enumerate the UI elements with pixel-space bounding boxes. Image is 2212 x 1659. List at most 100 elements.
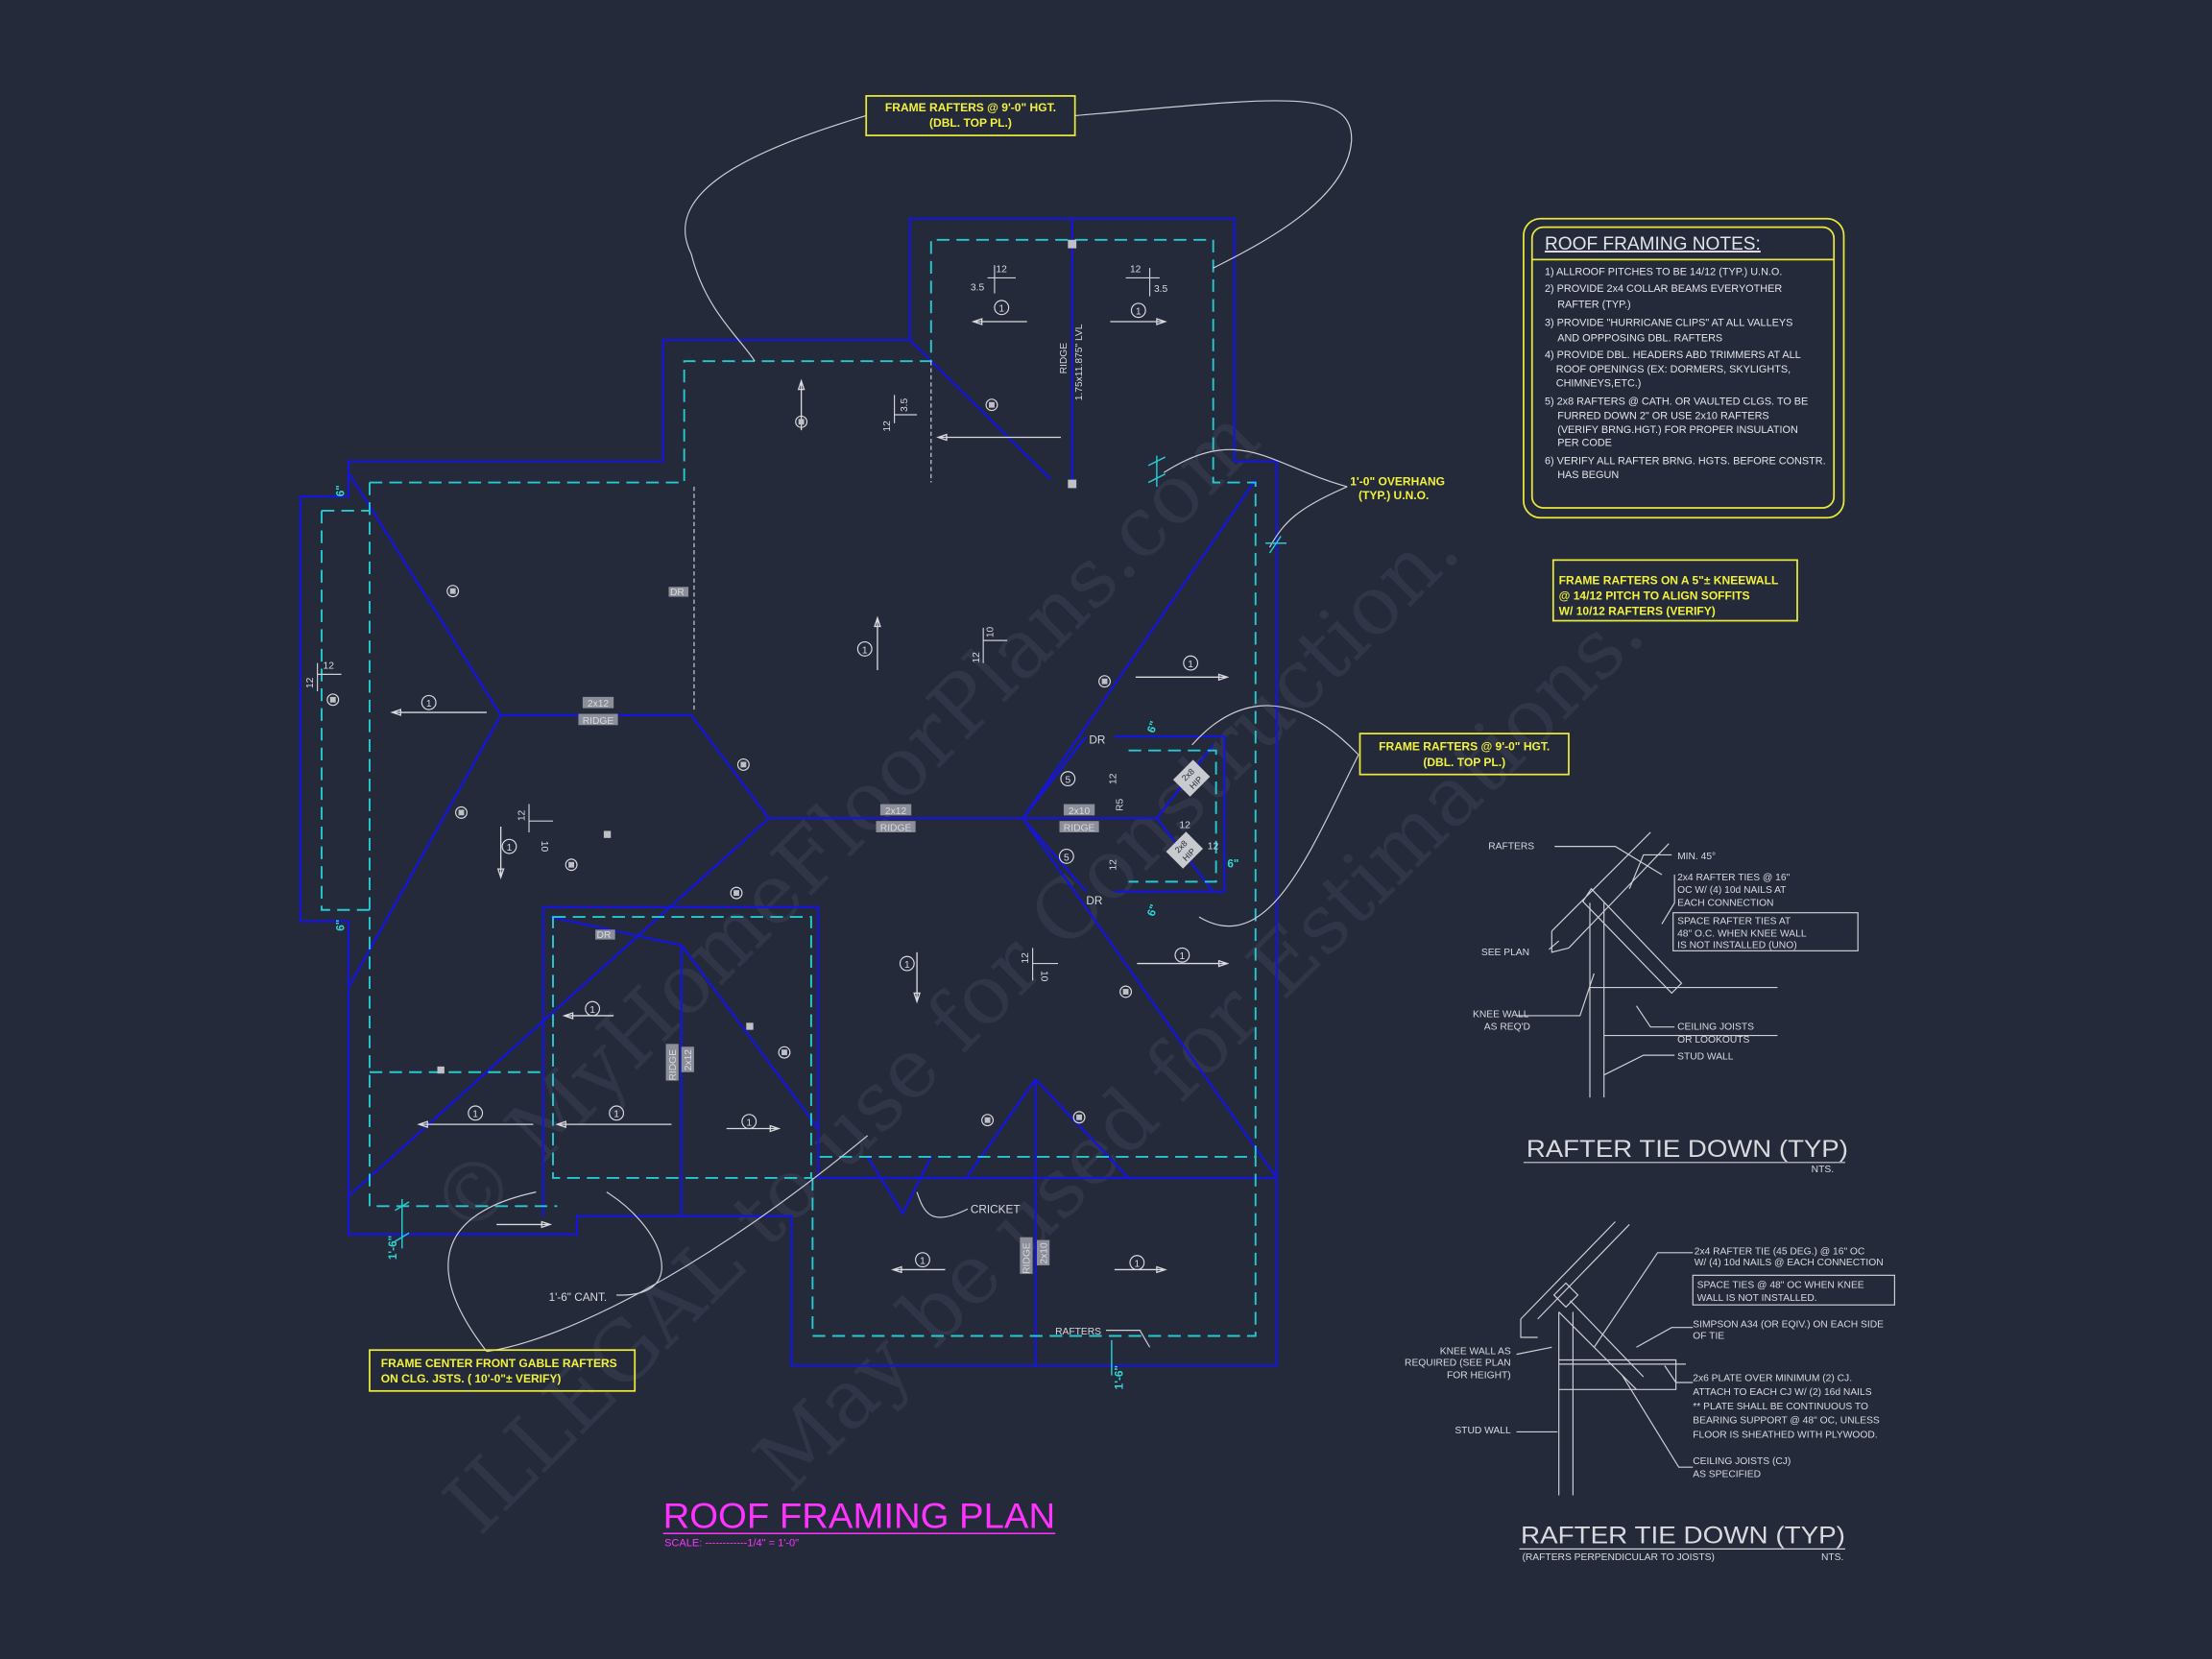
rafter-marker: 1 [1183, 655, 1199, 671]
rafter-marker: 1 [585, 1000, 601, 1017]
detail2-space-0: SPACE TIES @ 48" OC WHEN KNEE [1697, 1281, 1864, 1291]
note-line: PER CODE [1557, 437, 1612, 448]
plan-pitch-12: 12 [972, 652, 982, 663]
pitch-symbol: 123.5 [971, 265, 1016, 294]
detail2-plate-3: BEARING SUPPORT @ 48" OC, UNLESS [1693, 1416, 1880, 1427]
callouts-right-frame-1: (DBL. TOP PL.) [1423, 756, 1505, 769]
plan-pitch-35: 3.5 [971, 283, 985, 294]
plan-title-text: ROOF FRAMING PLAN [663, 1496, 1055, 1535]
plan-pitch-12: 12 [882, 421, 893, 432]
rafter-marker: 1 [468, 1105, 484, 1121]
note-line: FURRED DOWN 2" OR USE 2x10 RAFTERS [1557, 410, 1768, 421]
rafter-marker: 5 [1060, 771, 1076, 787]
plan-rafter-1: 1 [1179, 951, 1185, 962]
rafter-marker: 5 [1058, 848, 1074, 864]
rafter-arrows [390, 318, 1230, 1274]
plan-pitch-12: 12 [323, 661, 334, 671]
dr-label: DR [1086, 895, 1102, 907]
pitch-label: 12 [1179, 821, 1190, 831]
plan-rafter-1: 1 [472, 1110, 478, 1120]
note-line: 6) VERIFY ALL RAFTER BRNG. HGTS. BEFORE … [1545, 455, 1826, 467]
note-line: HAS BEGUN [1557, 469, 1619, 481]
callouts-right-frame-0: FRAME RAFTERS @ 9'-0" HGT. [1379, 740, 1550, 754]
plan-pitch-10: 10 [539, 841, 549, 853]
callouts-overhang-0: 1'-0" OVERHANG [1350, 474, 1445, 488]
plan-rafter-1: 1 [613, 1110, 619, 1120]
pitch-label: 12 [1108, 859, 1118, 871]
detail1-stud: STUD WALL [1677, 1052, 1734, 1063]
detail-rafter-tie-down-1: RAFTERS MIN. 45° 2x4 RAFTER TIES @ 16" O… [1473, 831, 1859, 1175]
rafter-marker: 1 [501, 838, 517, 854]
plan-ridge: RIDGE [880, 823, 912, 833]
plan-rafter-1: 1 [589, 1005, 595, 1016]
roof-plan: 1 1 1 1 1 1 1 1 1 1 1 1 1 1 5 5 [299, 100, 1359, 1389]
rafter-marker: 1 [1130, 302, 1146, 319]
rafter-marker: 1 [1174, 947, 1190, 963]
note-line: 3) PROVIDE "HURRICANE CLIPS" AT ALL VALL… [1545, 317, 1792, 328]
callout-kneewall: FRAME RAFTERS ON A 5"± KNEEWALL @ 14/12 … [1551, 559, 1798, 622]
dimension-label: 6" [335, 485, 348, 496]
detail2-nts: NTS. [1821, 1552, 1843, 1563]
callouts-overhang-1: (TYP.) U.N.O. [1358, 489, 1429, 502]
dr-label: DR [1089, 733, 1105, 746]
detail2-space-1: WALL IS NOT INSTALLED. [1697, 1293, 1817, 1304]
plan-rafter-5: 5 [1064, 853, 1070, 863]
plan-rafter-1: 1 [1188, 660, 1193, 670]
note-line: AND OPPPOSING DBL. RAFTERS [1557, 333, 1722, 345]
plan-pitch-12: 12 [1021, 952, 1031, 964]
detail2-title: RAFTER TIE DOWN (TYP) [1521, 1523, 1845, 1550]
plan-lvl-size: 1.75x11.875" LVL [1074, 324, 1085, 400]
plan-title: ROOF FRAMING PLAN SCALE: ------------1/4… [663, 1496, 1055, 1549]
cricket-label: CRICKET [971, 1204, 1021, 1216]
plan-rafter-5: 5 [1065, 776, 1070, 786]
roof-framing-notes: ROOF FRAMING NOTES: 1) ALLROOF PITCHES T… [1523, 217, 1845, 519]
plan-rafter-1: 1 [1136, 307, 1142, 318]
plan-rafter-1: 1 [746, 1118, 752, 1129]
detail1-min45: MIN. 45° [1677, 852, 1716, 862]
note-line: 2) PROVIDE 2x4 COLLAR BEAMS EVERYOTHER [1545, 283, 1782, 295]
detail1-see-plan: SEE PLAN [1481, 948, 1529, 958]
plan-ridge-2x10: 2x10 [1069, 806, 1091, 817]
rafter-marker: 1 [1129, 1255, 1145, 1271]
note-line: CHIMNEYS,ETC.) [1556, 378, 1642, 390]
dr-label: DR [670, 588, 685, 598]
detail2-subtitle: (RAFTERS PERPENDICULAR TO JOISTS) [1522, 1552, 1714, 1563]
detail2-plate-4: FLOOR IS SHEATHED WITH PLYWOOD. [1693, 1430, 1877, 1440]
detail1-space-0: SPACE RAFTER TIES AT [1677, 916, 1791, 926]
plan-pitch-12: 12 [1130, 265, 1142, 276]
rafter-marker: 1 [741, 1114, 757, 1130]
notes-heading: ROOF FRAMING NOTES: [1545, 234, 1761, 254]
detail1-rafters: RAFTERS [1488, 842, 1534, 853]
plan-pitch-35: 3.5 [1154, 284, 1168, 295]
detail1-space-1: 48" O.C. WHEN KNEE WALL [1677, 929, 1807, 940]
note-line: (VERIFY BRNG.HGT.) FOR PROPER INSULATION [1557, 424, 1798, 436]
rafter-marker: 1 [856, 640, 873, 657]
dimension-label: 1'-6" [1114, 1365, 1126, 1389]
pitch-symbol: 123.5 [1125, 265, 1168, 297]
detail1-space-2: IS NOT INSTALLED (UNO) [1677, 940, 1797, 950]
plan-labels: DR DR DR DR R5 12 12 12 12 CRICKET 1'-6"… [335, 455, 1287, 1389]
detail2-plate-2: ** PLATE SHALL BE CONTINUOUS TO [1693, 1402, 1868, 1412]
r5-label: R5 [1116, 798, 1126, 810]
callouts-kneewall-1: @ 14/12 PITCH TO ALIGN SOFFITS [1559, 589, 1750, 602]
detail1-ties-0: 2x4 RAFTER TIES @ 16" [1677, 873, 1790, 883]
leader-lines [447, 100, 1359, 1353]
plan-ridge: RIDGE [1064, 823, 1095, 833]
callouts-kneewall-0: FRAME RAFTERS ON A 5"± KNEEWALL [1559, 573, 1779, 587]
detail1-knee-0: KNEE WALL [1473, 1009, 1529, 1020]
detail1-ties-1: OC W/ (4) 10d NAILS AT [1677, 885, 1787, 896]
plan-rafter-1: 1 [426, 699, 432, 709]
rafter-marker: 1 [609, 1105, 625, 1121]
plan-pitch-10: 10 [1038, 971, 1048, 982]
callouts-front-gable-1: ON CLG. JSTS. ( 10'-0"± VERIFY) [381, 1372, 562, 1385]
callout-right-frame: FRAME RAFTERS @ 9'-0" HGT. (DBL. TOP PL.… [1358, 733, 1570, 776]
